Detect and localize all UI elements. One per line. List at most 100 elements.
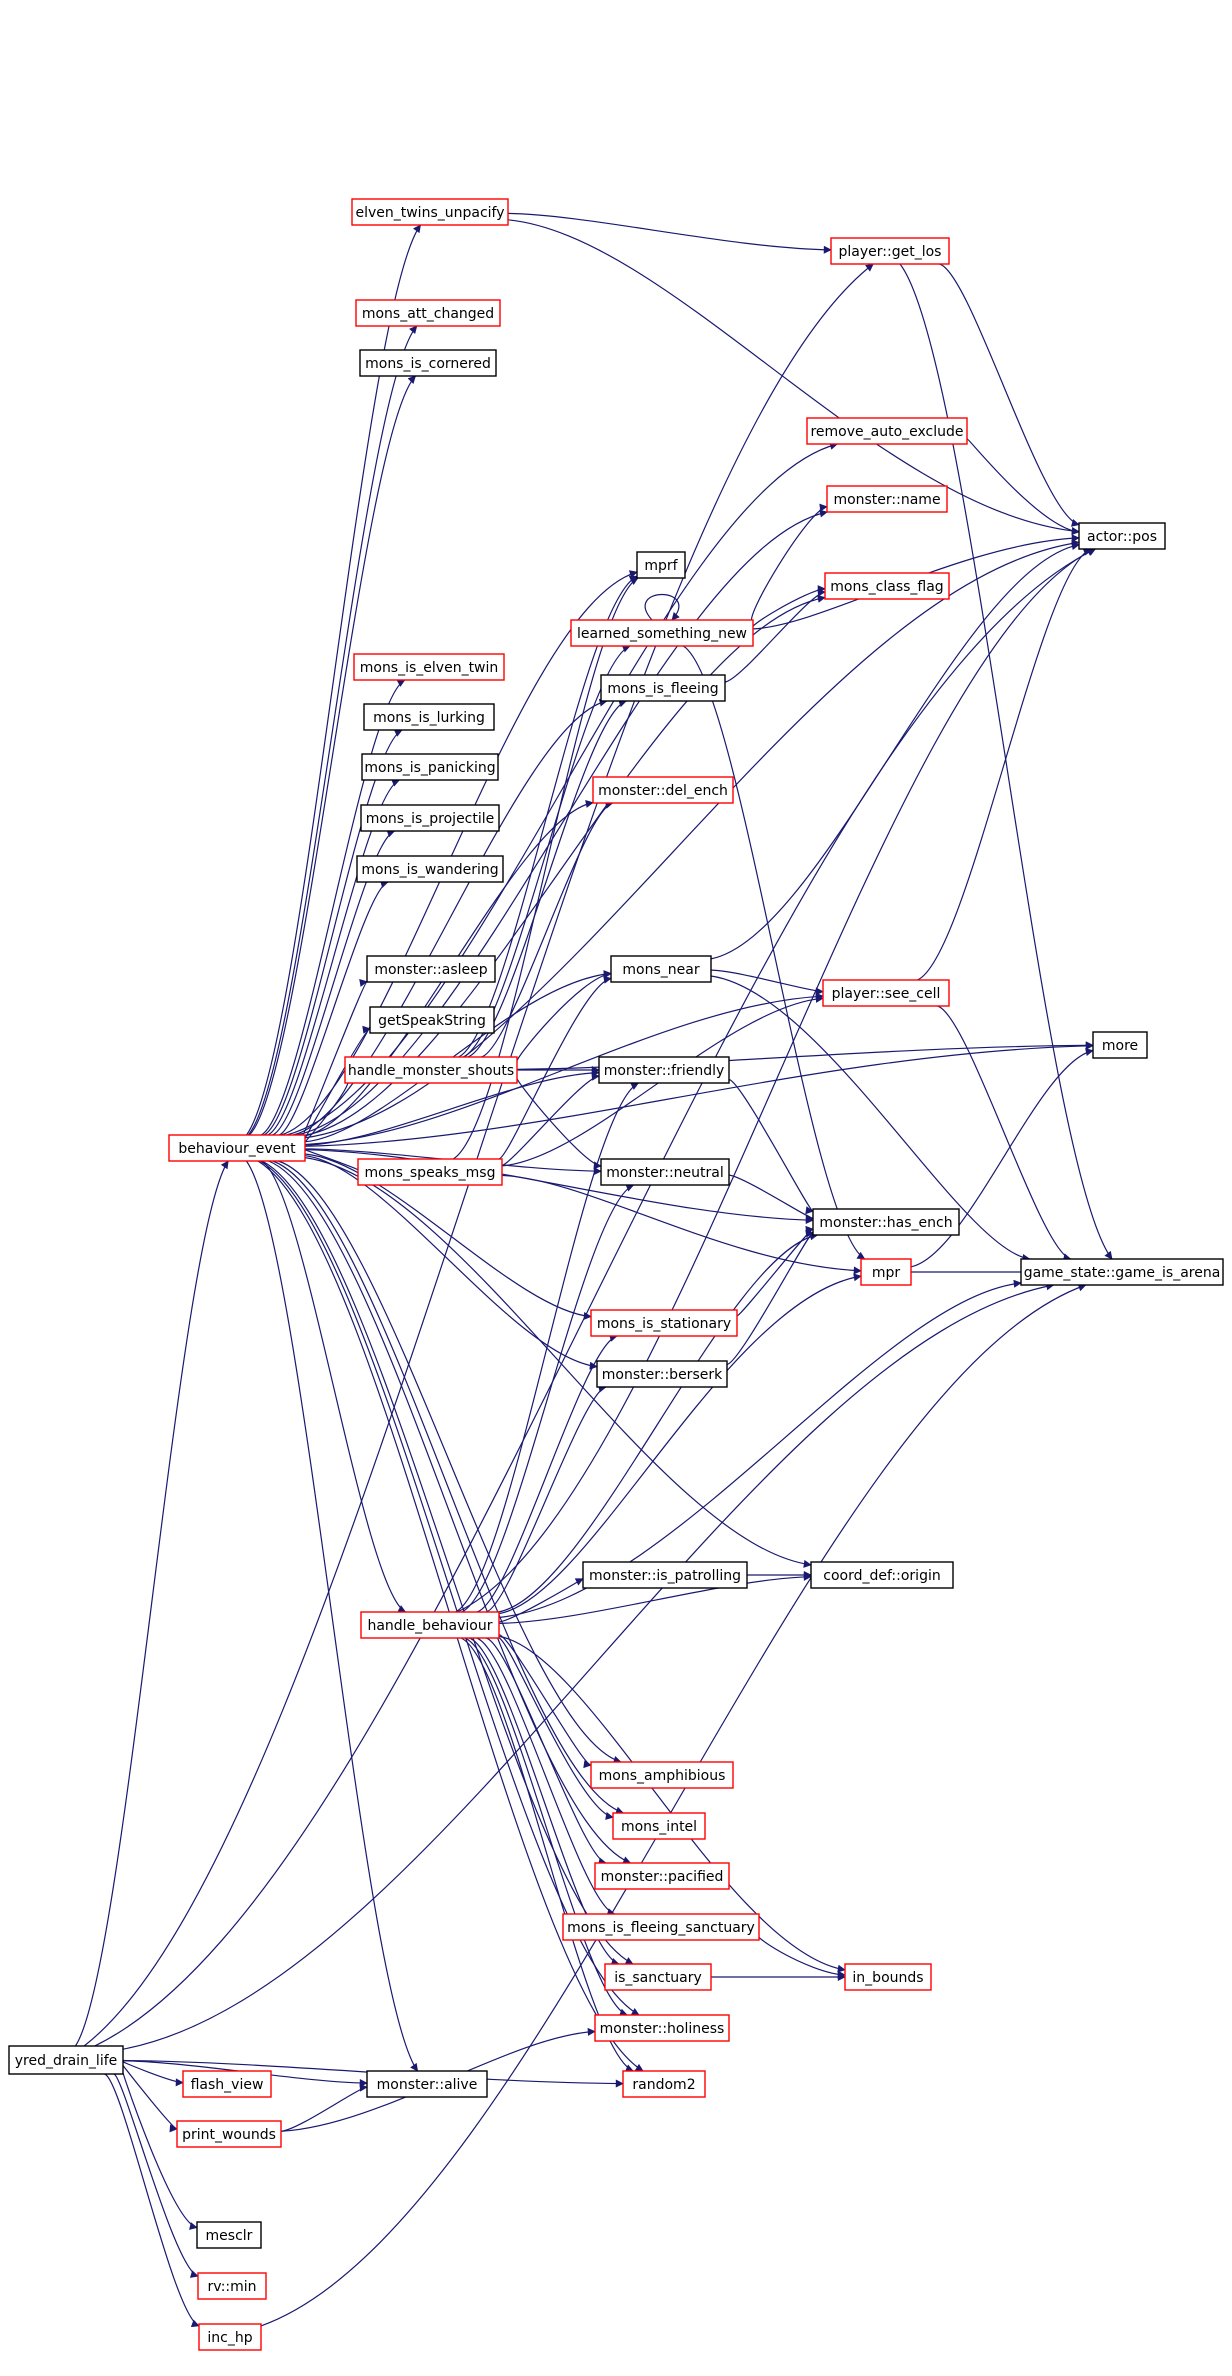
node-box [610, 955, 712, 983]
node-mons_is_wandering[interactable]: mons_is_wandering [356, 855, 504, 883]
edge-remove_auto_exclude-to-actor_pos [966, 438, 1080, 536]
node-handle_monster_shouts[interactable]: handle_monster_shouts [344, 1056, 518, 1084]
node-inc_hp[interactable]: inc_hp [198, 2323, 262, 2351]
node-monster_pacified[interactable]: monster::pacified [594, 1862, 730, 1890]
node-label: handle_behaviour [367, 1618, 492, 1634]
node-monster_holiness[interactable]: monster::holiness [594, 2014, 730, 2042]
edge-handle_behaviour-to-random2 [460, 1637, 634, 2072]
node-label: monster::berserk [602, 1367, 723, 1383]
node-in_bounds[interactable]: in_bounds [844, 1963, 932, 1991]
node-box [360, 804, 500, 832]
node-mons_class_flag[interactable]: mons_class_flag [824, 572, 950, 600]
node-mons_is_stationary[interactable]: mons_is_stationary [590, 1309, 738, 1337]
node-mons_is_elven_twin[interactable]: mons_is_elven_twin [353, 653, 505, 681]
node-monster_is_patrolling[interactable]: monster::is_patrolling [582, 1561, 748, 1589]
node-mons_is_projectile[interactable]: mons_is_projectile [360, 804, 500, 832]
edge-elven_twins_unpacify-to-actor_pos [507, 219, 1080, 535]
node-mons_amphibious[interactable]: mons_amphibious [590, 1761, 734, 1789]
node-box [351, 198, 509, 226]
node-monster_neutral[interactable]: monster::neutral [600, 1158, 730, 1186]
node-box [824, 572, 950, 600]
edge-behaviour_event-to-monster_berserk [304, 1155, 598, 1370]
node-monster_friendly[interactable]: monster::friendly [598, 1056, 730, 1084]
node-monster_alive[interactable]: monster::alive [366, 2070, 488, 2098]
node-mprf[interactable]: mprf [636, 551, 686, 579]
node-mons_att_changed[interactable]: mons_att_changed [355, 299, 501, 327]
node-remove_auto_exclude[interactable]: remove_auto_exclude [806, 417, 968, 445]
node-monster_asleep[interactable]: monster::asleep [366, 955, 496, 983]
node-box [176, 2120, 282, 2148]
edge-handle_behaviour-to-monster_berserk [485, 1384, 607, 1613]
edge-mons_near-to-actor_pos [710, 542, 1080, 960]
node-box [600, 674, 726, 702]
edge-behaviour_event-to-more [304, 1041, 1094, 1147]
node-flash_view[interactable]: flash_view [182, 2070, 272, 2098]
node-label: mesclr [206, 2228, 253, 2244]
node-getSpeakString[interactable]: getSpeakString [369, 1006, 495, 1034]
edge-behaviour_event-to-is_sanctuary [261, 1160, 634, 1965]
node-player_get_los[interactable]: player::get_los [830, 237, 950, 265]
edge-monster_friendly-to-monster_has_ench [728, 1078, 814, 1215]
node-monster_name[interactable]: monster::name [826, 485, 948, 513]
node-is_sanctuary[interactable]: is_sanctuary [604, 1963, 712, 1991]
node-mons_intel[interactable]: mons_intel [612, 1812, 706, 1840]
node-mons_is_cornered[interactable]: mons_is_cornered [359, 349, 497, 377]
node-label: mons_intel [621, 1819, 697, 1835]
node-label: mons_amphibious [599, 1768, 726, 1784]
node-label: behaviour_event [178, 1141, 296, 1157]
edge-mons_is_fleeing-to-mons_class_flag [724, 588, 826, 683]
node-more[interactable]: more [1092, 1031, 1148, 1059]
edge-behaviour_event-to-mons_att_changed [247, 325, 418, 1136]
node-box [198, 2323, 262, 2351]
node-mons_is_panicking[interactable]: mons_is_panicking [361, 753, 499, 781]
node-label: mons_is_elven_twin [360, 660, 499, 676]
node-monster_del_ench[interactable]: monster::del_ench [592, 776, 734, 804]
edge-mons_near-to-player_see_cell [710, 969, 824, 996]
node-box [594, 2014, 730, 2042]
node-learned_something_new[interactable]: learned_something_new [570, 619, 754, 647]
node-label: yred_drain_life [15, 2053, 118, 2069]
node-handle_behaviour[interactable]: handle_behaviour [360, 1611, 500, 1639]
node-box [168, 1134, 306, 1162]
node-label: monster::alive [377, 2077, 478, 2093]
node-mpr[interactable]: mpr [860, 1258, 912, 1286]
node-game_state_game_is_arena[interactable]: game_state::game_is_arena [1020, 1258, 1224, 1286]
node-player_see_cell[interactable]: player::see_cell [822, 979, 950, 1007]
node-actor_pos[interactable]: actor::pos [1078, 522, 1166, 550]
node-behaviour_event[interactable]: behaviour_event [168, 1134, 306, 1162]
node-label: mons_is_fleeing_sanctuary [567, 1920, 755, 1936]
edge-behaviour_event-to-monster_alive [245, 1160, 419, 2072]
edge-mons_speaks_msg-to-mpr [501, 1174, 862, 1275]
node-label: elven_twins_unpacify [355, 205, 504, 221]
node-box [359, 349, 497, 377]
node-label: monster::name [833, 492, 940, 508]
node-print_wounds[interactable]: print_wounds [176, 2120, 282, 2148]
edge-handle_monster_shouts-to-more [516, 1041, 1094, 1070]
edge-behaviour_event-to-monster_holiness [259, 1160, 640, 2016]
node-mons_speaks_msg[interactable]: mons_speaks_msg [357, 1158, 503, 1186]
node-mesclr[interactable]: mesclr [196, 2221, 262, 2249]
node-rv_min[interactable]: rv::min [197, 2272, 267, 2300]
node-monster_berserk[interactable]: monster::berserk [596, 1360, 728, 1388]
edge-handle_behaviour-to-coord_def_origin [498, 1572, 812, 1624]
node-box [844, 1963, 932, 1991]
node-label: coord_def::origin [823, 1568, 940, 1584]
node-random2[interactable]: random2 [622, 2070, 706, 2098]
node-box [366, 2070, 488, 2098]
edge-monster_neutral-to-monster_has_ench [728, 1174, 814, 1223]
edge-behaviour_event-to-monster_has_ench [304, 1149, 814, 1225]
node-monster_has_ench[interactable]: monster::has_ench [812, 1208, 960, 1236]
edge-behaviour_event-to-mons_is_stationary [304, 1153, 592, 1320]
node-box [196, 2221, 262, 2249]
node-coord_def_origin[interactable]: coord_def::origin [810, 1561, 954, 1589]
node-yred_drain_life[interactable]: yred_drain_life [8, 2045, 124, 2075]
node-box [366, 955, 496, 983]
node-mons_is_fleeing_sanctuary[interactable]: mons_is_fleeing_sanctuary [562, 1913, 760, 1941]
node-box [570, 619, 754, 647]
node-mons_near[interactable]: mons_near [610, 955, 712, 983]
node-box [590, 1309, 738, 1337]
node-label: monster::pacified [601, 1869, 724, 1885]
node-mons_is_lurking[interactable]: mons_is_lurking [363, 703, 495, 731]
node-elven_twins_unpacify[interactable]: elven_twins_unpacify [351, 198, 509, 226]
node-mons_is_fleeing[interactable]: mons_is_fleeing [600, 674, 726, 702]
